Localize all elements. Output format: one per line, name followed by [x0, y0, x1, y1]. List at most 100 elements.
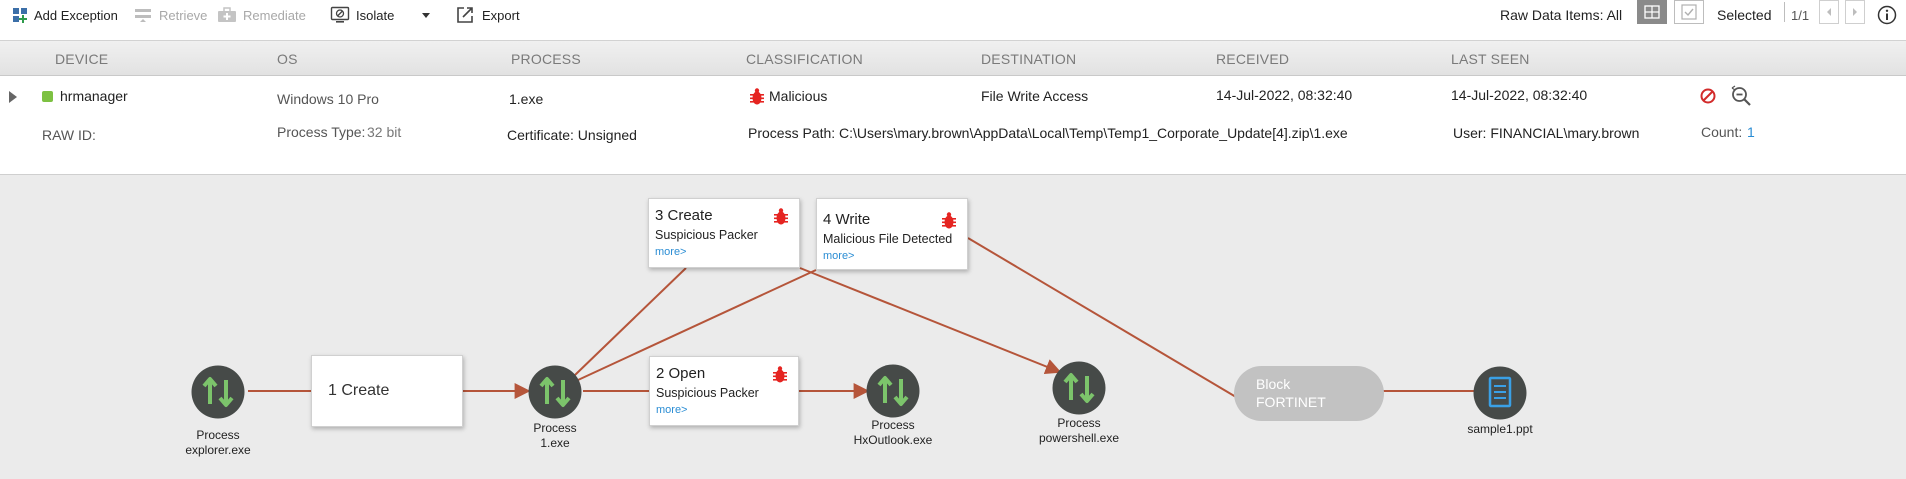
isolate-button[interactable]: Isolate	[330, 0, 394, 30]
block-icon[interactable]	[1700, 88, 1716, 104]
block-vendor-label: FORTINET	[1256, 394, 1326, 410]
process-type: Process	[1057, 416, 1101, 430]
remediate-label: Remediate	[243, 7, 306, 23]
last-seen-value: 14-Jul-2022, 08:32:40	[1451, 87, 1588, 103]
chevron-down-icon	[422, 13, 430, 18]
retrieve-label: Retrieve	[159, 7, 208, 23]
row-divider	[0, 174, 1906, 175]
process-name: powershell.exe	[1038, 431, 1120, 445]
edge-box-create3[interactable]: 3 Create Suspicious Packer more>	[648, 198, 800, 268]
edge-box-write4[interactable]: 4 Write Malicious File Detected more>	[816, 198, 968, 270]
retrieve-button[interactable]: Retrieve	[133, 0, 207, 30]
previous-page-button[interactable]	[1819, 0, 1839, 24]
info-icon	[1877, 5, 1897, 25]
grid-view-button[interactable]	[1637, 0, 1667, 24]
more-link[interactable]: more>	[655, 246, 687, 258]
edge-box-open[interactable]: 2 Open Suspicious Packer more>	[649, 356, 799, 426]
edge-subtitle: Suspicious Packer	[655, 228, 758, 242]
column-header-device[interactable]: DEVICE	[55, 51, 109, 67]
edge-title: 4 Write	[823, 211, 871, 228]
process-name: explorer.exe	[185, 443, 251, 457]
isolate-label: Isolate	[356, 7, 395, 23]
column-header-last-seen[interactable]: LAST SEEN	[1451, 51, 1530, 67]
edge-1exe-to-write4	[577, 269, 817, 381]
malicious-bug-icon	[774, 208, 788, 225]
raw-id-label: RAW ID:	[42, 127, 96, 143]
user-value: User: FINANCIAL\mary.brown	[1453, 125, 1640, 141]
toolbar: Add Exception Retrieve Remediate Isolate…	[0, 0, 1906, 36]
remediate-button[interactable]: Remediate	[217, 0, 306, 30]
process-type: Process	[196, 428, 240, 442]
edge-write4-to-powershell	[799, 267, 1062, 375]
process-node-icon[interactable]	[865, 363, 921, 419]
edge-1exe-to-create3	[574, 267, 687, 376]
process-node-label: Process 1.exe	[513, 421, 597, 451]
remediate-icon	[218, 7, 236, 22]
process-name: HxOutlook.exe	[853, 433, 933, 447]
edge-title: 1 Create	[328, 382, 390, 399]
process-type: Process	[871, 418, 915, 432]
edge-box-create[interactable]: 1 Create	[311, 355, 463, 427]
grid-view-icon	[1644, 5, 1660, 19]
file-name: sample1.ppt	[1467, 422, 1533, 436]
isolate-dropdown-button[interactable]	[420, 0, 438, 30]
malicious-bug-icon	[773, 366, 787, 383]
toolbar-divider	[1784, 2, 1785, 22]
process-name: 1.exe	[540, 436, 570, 450]
edge-title: 2 Open	[656, 365, 706, 382]
edge-subtitle: Malicious File Detected	[823, 232, 953, 246]
more-link[interactable]: more>	[656, 404, 688, 416]
add-exception-label: Add Exception	[34, 7, 118, 23]
process-node-icon[interactable]	[190, 364, 246, 420]
process-value: 1.exe	[509, 91, 544, 107]
add-exception-button[interactable]: Add Exception	[12, 0, 118, 30]
column-header-destination[interactable]: DESTINATION	[981, 51, 1077, 67]
edge-title: 3 Create	[655, 207, 713, 224]
process-path-value: Process Path: C:\Users\mary.brown\AppDat…	[748, 125, 1348, 141]
expand-row-icon[interactable]	[8, 90, 18, 104]
raw-data-items-filter[interactable]: Raw Data Items: All	[1500, 0, 1622, 30]
column-header-received[interactable]: RECEIVED	[1216, 51, 1290, 67]
column-header-process[interactable]: PROCESS	[511, 51, 581, 67]
column-header-os[interactable]: OS	[277, 51, 298, 67]
investigate-icon[interactable]	[1730, 85, 1752, 107]
add-exception-icon	[13, 8, 27, 23]
process-node-label: Process explorer.exe	[176, 428, 260, 458]
raw-data-items-label: Raw Data Items: All	[1500, 7, 1623, 23]
block-fortinet-node[interactable]: Block FORTINET	[1234, 366, 1384, 421]
device-status-icon	[42, 91, 53, 102]
column-header-classification[interactable]: CLASSIFICATION	[746, 51, 863, 67]
isolate-icon	[330, 6, 350, 23]
selected-label: Selected	[1717, 7, 1772, 23]
certificate-value: Certificate: Unsigned	[507, 127, 637, 143]
info-button[interactable]	[1877, 0, 1903, 30]
process-type-value: 32 bit	[367, 124, 402, 140]
process-node-icon[interactable]	[1051, 360, 1107, 416]
malicious-bug-icon	[750, 88, 764, 105]
process-type: Process	[533, 421, 577, 435]
export-button[interactable]: Export	[456, 0, 520, 30]
chevron-left-icon	[1827, 8, 1831, 16]
next-page-button[interactable]	[1845, 0, 1865, 24]
block-label: Block	[1256, 376, 1291, 392]
destination-value: File Write Access	[981, 88, 1089, 104]
retrieve-icon	[135, 9, 151, 22]
count-value: 1	[1747, 124, 1755, 140]
selected-filter[interactable]: Selected	[1717, 0, 1771, 30]
pager-label: 1/1	[1791, 7, 1810, 23]
selected-view-button[interactable]	[1674, 0, 1704, 24]
table-header: DEVICE OS PROCESS CLASSIFICATION DESTINA…	[0, 40, 1906, 76]
file-node-label: sample1.ppt	[1452, 422, 1548, 437]
file-node-icon[interactable]	[1472, 365, 1528, 421]
count-label: Count:	[1701, 124, 1743, 140]
process-node-icon[interactable]	[527, 364, 583, 420]
more-link[interactable]: more>	[823, 250, 855, 262]
export-label: Export	[482, 7, 520, 23]
chevron-right-icon	[1853, 8, 1857, 16]
process-type-label: Process Type:	[277, 124, 366, 140]
process-node-label: Process powershell.exe	[1027, 416, 1131, 446]
edge-write4-to-block	[967, 237, 1237, 398]
os-value: Windows 10 Pro	[277, 91, 379, 107]
edge-subtitle: Suspicious Packer	[656, 386, 759, 400]
